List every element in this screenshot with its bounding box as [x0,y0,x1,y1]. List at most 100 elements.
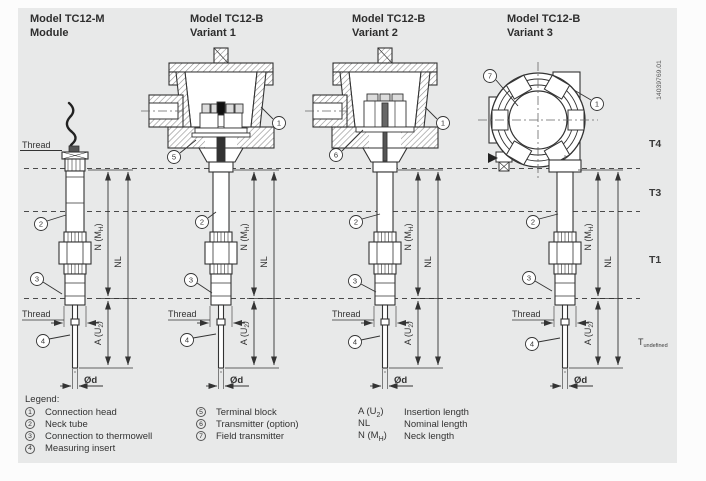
legend-dim-text: Neck length [404,430,455,442]
legend-dim-text: Insertion length [404,406,469,418]
callout-leader-lines [42,79,592,343]
svg-text:3: 3 [35,275,39,284]
neck-length-dim-label: N (MH) [403,223,415,250]
svg-text:2: 2 [354,218,358,227]
thread-label: Thread [22,309,51,319]
figure-title-line2: Variant 3 [507,26,553,39]
nominal-length-dim-label: NL [259,256,269,268]
thread-label-top: Thread [22,140,51,150]
legend-item-text: Measuring insert [45,443,116,455]
neck-length-dim-label: N (MH) [239,223,251,250]
figure-title-line1: Model TC12-B [352,13,426,25]
svg-text:7: 7 [488,72,492,81]
legend-item: 4 Measuring insert [25,443,152,455]
legend-column-parts-1: 1 Connection head 2 Neck tube 3 Connection … [25,406,152,455]
figure-title-line2: Variant 2 [352,26,398,39]
legend-item: 7 Field transmitter [196,430,299,442]
legend-item: 5 Terminal block [196,406,299,418]
svg-text:1: 1 [595,100,599,109]
legend-dim-item: A (U2) Insertion length [358,405,469,419]
legend-number-badge: 4 [25,443,35,454]
zone-divider-lines [24,168,640,299]
legend-item-text: Connection to thermowell [45,430,153,442]
svg-text:6: 6 [334,151,338,160]
figure-title-line2: Module [30,26,69,39]
legend-item-text: Connection head [45,406,117,418]
zone-labels: T4 T3 T1 Tundefined [638,138,668,349]
zone-label-t1: T1 [649,254,661,266]
thread-label: Thread [332,309,361,319]
svg-text:4: 4 [41,337,45,346]
legend-item: 3 Connection to thermowell [25,430,152,442]
zone-label-t-undefined: Tundefined [638,337,668,349]
nominal-length-dim-label: NL [603,256,613,268]
zone-label-t3: T3 [649,187,661,199]
neck-length-dim-label: N (MH) [93,223,105,250]
diameter-label: Ød [230,375,243,386]
figure-title-line2: Variant 1 [190,26,236,39]
legend-dim-item: N (MH) Neck length [358,430,469,443]
figure-title-variant1: Model TC12-B Variant 1 [190,13,263,40]
legend-item-text: Transmitter (option) [216,418,299,430]
diameter-label: Ød [84,375,97,386]
svg-text:2: 2 [39,220,43,229]
thread-label: Thread [168,309,197,319]
figure-title-line1: Model TC12-M [30,13,105,25]
insertion-length-dim-label: A (U2) [583,321,595,345]
thread-label: Thread [512,309,541,319]
callout-numbers: 2 3 4 1 5 2 3 4 1 6 2 3 4 7 1 2 3 4 [35,72,599,349]
legend-item-text: Neck tube [45,418,88,430]
legend-dim-item: NL Nominal length [358,418,469,430]
document-number: 14039769.01 [656,60,663,100]
figure-variant1-drawing [141,47,279,389]
drawing-labels: Thread Thread Thread Thread Thread Ød Ød… [22,140,613,386]
figure-module-drawing [20,101,133,389]
legend-number-badge: 2 [25,419,35,430]
insertion-length-dim-label: A (U2) [93,321,105,345]
legend-number-badge: 3 [25,431,35,442]
svg-text:3: 3 [189,276,193,285]
legend-item: 2 Neck tube [25,418,152,430]
figure-variant2-drawing [305,47,443,389]
legend-dim-symbol: N (MH) [358,430,387,443]
legend-number-badge: 1 [25,407,35,418]
legend-item: 6 Transmitter (option) [196,418,299,430]
svg-text:5: 5 [172,153,176,162]
legend-item: 1 Connection head [25,406,152,418]
svg-text:4: 4 [530,340,534,349]
legend-dim-symbol: A (U2) [358,405,384,419]
neck-length-dim-label: N (MH) [583,223,595,250]
svg-text:2: 2 [531,218,535,227]
legend-number-badge: 5 [196,407,206,418]
insertion-length-dim-label: A (U2) [403,321,415,345]
insertion-length-dim-label: A (U2) [239,321,251,345]
figure-variant3-drawing [478,62,623,389]
diameter-label: Ød [574,375,587,386]
legend-heading: Legend: [25,394,60,405]
svg-text:2: 2 [200,218,204,227]
callout-markers: 2 3 4 1 5 2 3 4 1 6 2 3 4 7 1 2 3 4 [30,69,604,351]
legend-dim-symbol: NL [358,417,371,429]
svg-text:3: 3 [527,274,531,283]
nominal-length-dim-label: NL [423,256,433,268]
svg-text:1: 1 [441,119,445,128]
figure-title-variant3: Model TC12-B Variant 3 [507,13,580,40]
svg-text:1: 1 [277,119,281,128]
callout-circles [30,69,604,351]
svg-text:3: 3 [353,277,357,286]
legend-item-text: Terminal block [216,406,277,418]
legend-item-text: Field transmitter [216,430,285,442]
legend-number-badge: 6 [196,419,206,430]
figure-title-line1: Model TC12-B [507,13,581,25]
figure-title-module: Model TC12-M Module [30,13,105,40]
svg-text:4: 4 [353,338,357,347]
svg-text:4: 4 [185,336,189,345]
legend-number-badge: 7 [196,431,206,442]
legend-dim-text: Nominal length [404,418,468,430]
zone-label-t4: T4 [649,138,661,150]
nominal-length-dim-label: NL [113,256,123,268]
